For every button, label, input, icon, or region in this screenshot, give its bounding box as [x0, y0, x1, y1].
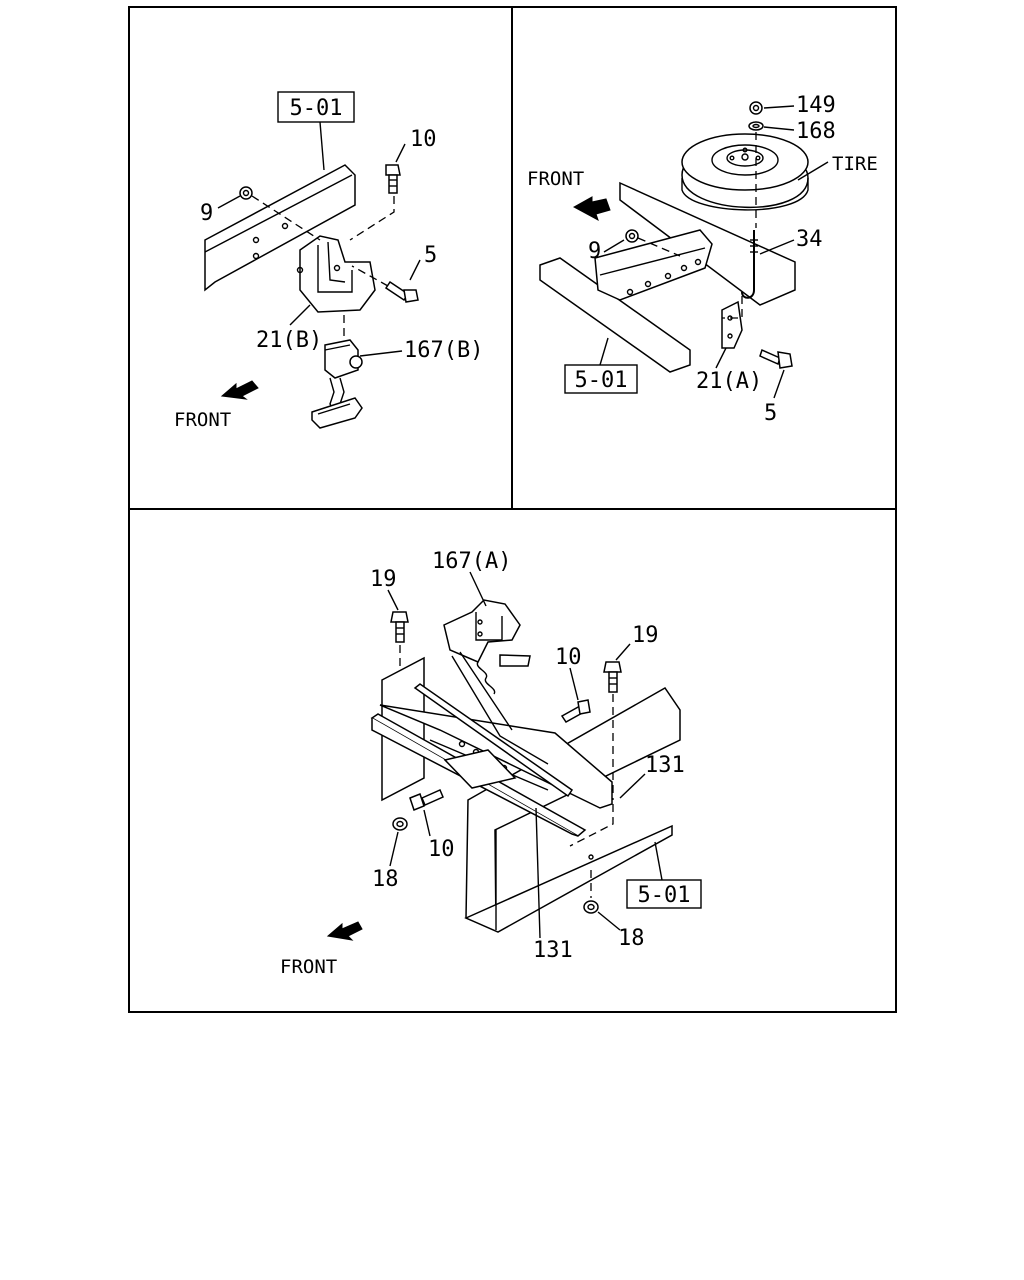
front-arrow-icon: [572, 196, 611, 222]
ref-box-label: 5-01: [638, 883, 691, 908]
bolt-5: [759, 348, 793, 369]
callout-21a: 21(A): [696, 369, 762, 394]
bolt-5: [351, 265, 419, 303]
bracket-21b: [296, 235, 376, 313]
front-label: FRONT: [527, 168, 584, 190]
nut-18-right: [583, 854, 599, 914]
bracket-167a: [443, 599, 549, 765]
ref-box: [564, 364, 638, 394]
callout-10: 10: [410, 127, 437, 152]
ref-box-label: 5-01: [290, 96, 343, 121]
callout-19-left: 19: [370, 567, 397, 592]
spare-tire: [681, 133, 809, 211]
panel-top-right: 149 168 TIRE 9 34 21(A) 5 5-01 FRONT: [527, 93, 878, 426]
front-arrow-icon: [326, 921, 363, 941]
ref-box-label: 5-01: [575, 368, 628, 393]
nut-9: [239, 186, 321, 241]
nut-18-left: [392, 817, 408, 831]
callout-10-upper: 10: [555, 645, 582, 670]
spare-carrier-167b: [311, 315, 363, 429]
panel-top-left: 5-01 10 9 5 21(B) 167(B) FRONT: [174, 91, 483, 431]
nut-149: [749, 101, 763, 115]
ref-box: [626, 879, 702, 909]
front-label: FRONT: [280, 956, 337, 978]
callout-167b: 167(B): [404, 338, 483, 363]
hook-bolt-34: [741, 132, 758, 299]
panel-bottom: 167(A) 19 19 10 131 10 18 131 18 5-01 FR…: [280, 549, 702, 978]
callout-9: 9: [200, 201, 213, 226]
bolt-10: [349, 164, 401, 241]
washer-168: [748, 121, 764, 131]
bolt-19-left: [390, 611, 409, 668]
bolt-19-right: [603, 661, 622, 800]
frame-crossmember: [539, 181, 796, 373]
callout-10-lower: 10: [428, 837, 455, 862]
front-label: FRONT: [174, 409, 231, 431]
bolt-10-lower: [409, 789, 444, 811]
carrier-member-131: [370, 683, 613, 837]
bracket-21a: [721, 296, 743, 349]
callout-167a: 167(A): [432, 549, 511, 574]
callout-18-left: 18: [372, 867, 399, 892]
callout-34: 34: [796, 227, 823, 252]
callout-131-right: 131: [645, 753, 685, 778]
callout-5: 5: [424, 243, 437, 268]
callout-9: 9: [588, 239, 601, 264]
ref-box: [277, 91, 355, 123]
nut-9: [625, 229, 681, 257]
callout-131-bottom: 131: [533, 938, 573, 963]
callout-149: 149: [796, 93, 836, 118]
bolt-10-upper: [560, 699, 591, 723]
callout-18-right: 18: [618, 926, 645, 951]
front-arrow-icon: [220, 380, 259, 400]
callout-tire: TIRE: [832, 153, 878, 175]
callout-21b: 21(B): [256, 328, 322, 353]
callout-168: 168: [796, 119, 836, 144]
callout-5: 5: [764, 401, 777, 426]
callout-19-right: 19: [632, 623, 659, 648]
